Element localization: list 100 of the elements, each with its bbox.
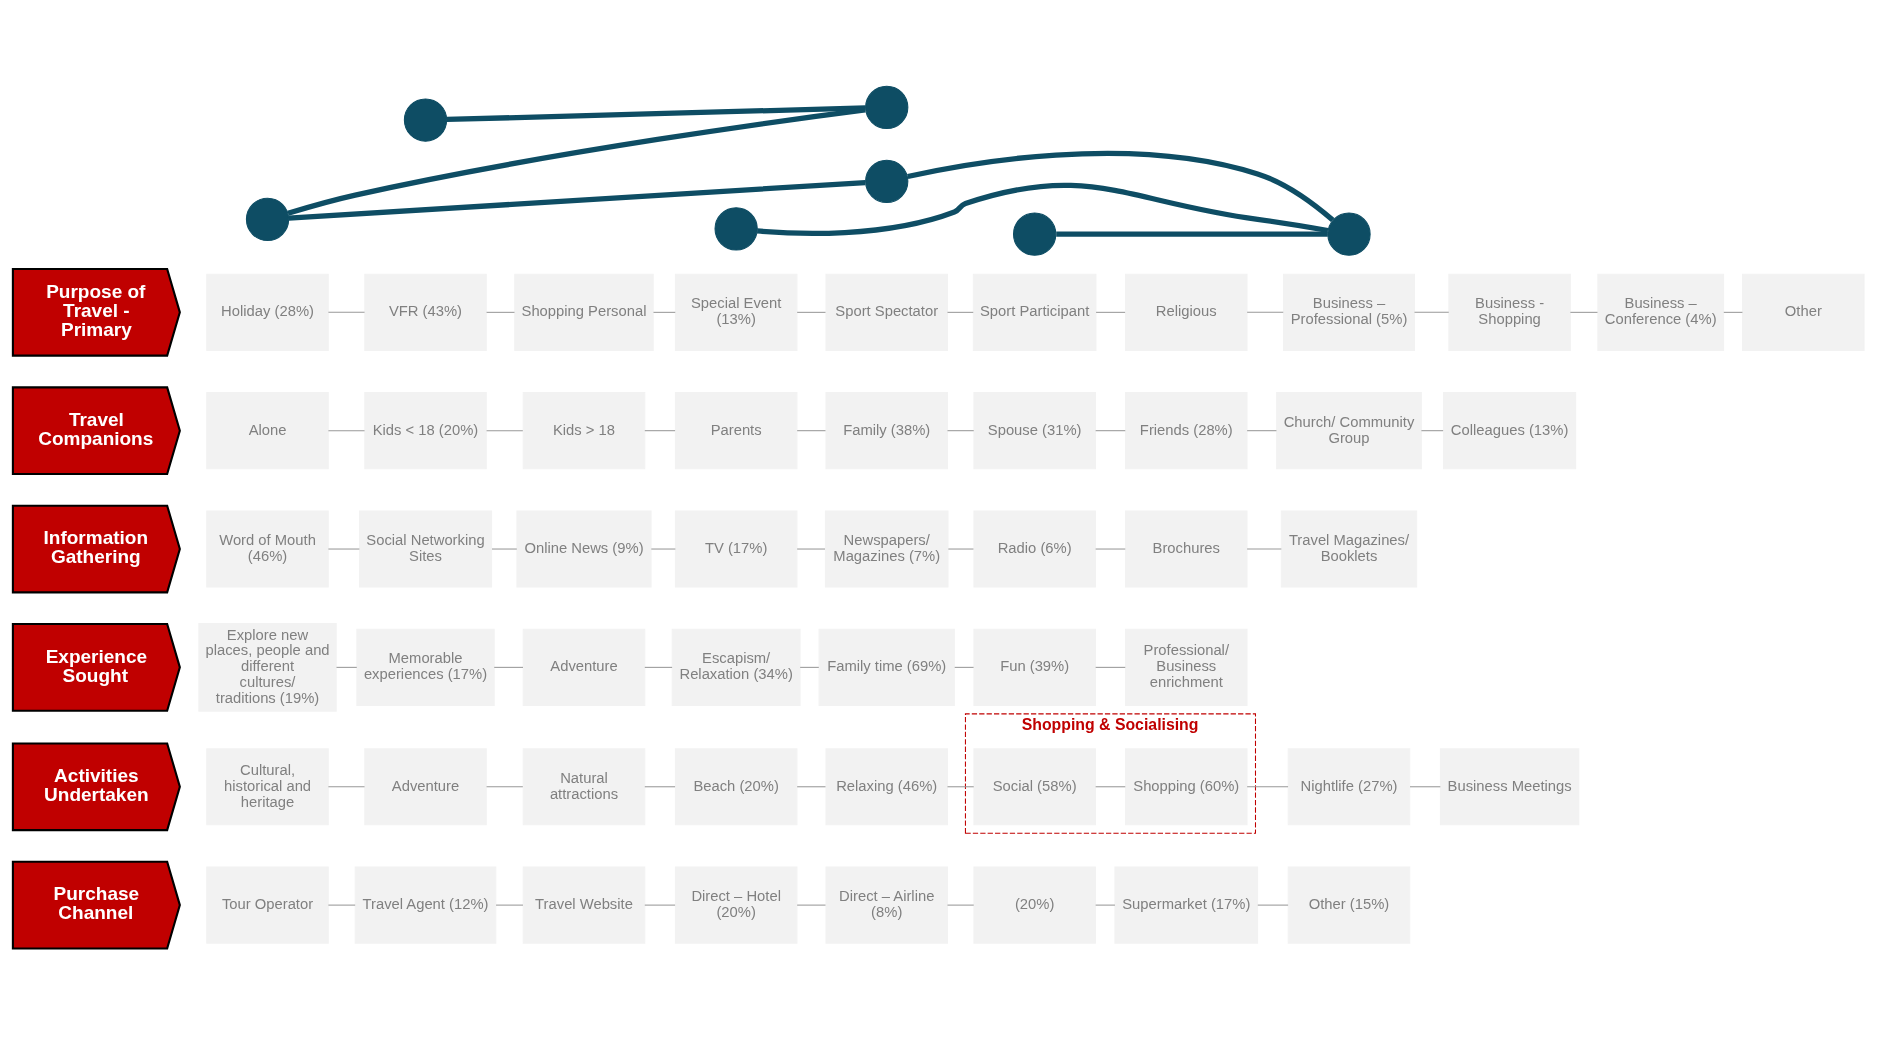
connector <box>757 182 1329 236</box>
node-box: Brochures <box>1125 510 1248 588</box>
node-box: Alone <box>206 392 329 470</box>
node-box: Business Meetings <box>1439 748 1580 826</box>
node-circle <box>1327 212 1371 256</box>
connector <box>1409 786 1441 788</box>
connector <box>650 548 676 550</box>
node-box: Kids > 18 <box>522 392 646 470</box>
connector <box>644 666 673 668</box>
connector <box>1095 430 1126 432</box>
connector <box>796 904 826 906</box>
node-box: Other <box>1742 273 1865 351</box>
connector <box>907 150 1335 223</box>
node-box: Social (58%) <box>973 748 1096 826</box>
node-circle <box>245 197 290 241</box>
connector <box>947 430 975 432</box>
node-box: Escapism/ Relaxation (34%) <box>671 628 801 706</box>
connector <box>1414 311 1450 313</box>
connector <box>947 311 974 313</box>
connector <box>491 548 518 550</box>
node-box: Fun (39%) <box>973 628 1096 706</box>
node-box: Online News (9%) <box>516 510 652 588</box>
node-box: Adventure <box>522 628 646 706</box>
connector <box>287 107 866 216</box>
connector <box>1569 311 1598 313</box>
node-box: Professional/ Business enrichment <box>1125 628 1248 706</box>
connector <box>644 786 676 788</box>
connector <box>947 548 974 550</box>
node-box: Religious <box>1125 273 1248 351</box>
node-circle <box>865 85 909 129</box>
node-box: Special Event (13%) <box>674 273 798 351</box>
connector <box>1056 231 1328 237</box>
node-box: Church/ Community Group <box>1276 392 1422 470</box>
node-box: Kids < 18 (20%) <box>364 392 487 470</box>
connector <box>652 311 676 313</box>
connector <box>486 311 515 313</box>
connector <box>327 904 356 906</box>
connector <box>1095 311 1126 313</box>
connector <box>947 904 975 906</box>
node-box: Cultural, historical and heritage <box>206 748 329 826</box>
node-circle <box>403 98 448 142</box>
node-box: Travel Website <box>522 866 646 944</box>
node-box: Word of Mouth (46%) <box>206 510 329 588</box>
node-box: Newspapers/ Magazines (7%) <box>824 510 949 588</box>
connector <box>1246 430 1277 432</box>
connector <box>1095 666 1126 668</box>
connector <box>796 430 826 432</box>
node-box: Sport Spectator <box>825 273 948 351</box>
connector <box>644 430 676 432</box>
node-box: Shopping Personal <box>514 273 654 351</box>
connector <box>327 311 366 313</box>
connector <box>1095 904 1116 906</box>
node-box: Travel Agent (12%) <box>354 866 497 944</box>
node-box: Holiday (28%) <box>206 273 329 351</box>
connector <box>486 430 524 432</box>
node-box: Spouse (31%) <box>973 392 1096 470</box>
connector <box>1246 548 1282 550</box>
connector <box>799 666 820 668</box>
node-box: (20%) <box>973 866 1096 944</box>
connector <box>1246 786 1289 788</box>
node-box: Natural attractions <box>522 748 646 826</box>
node-circle <box>714 207 758 251</box>
node-box: Radio (6%) <box>973 510 1096 588</box>
node-box: Business - Shopping <box>1448 273 1571 351</box>
node-box: Parents <box>674 392 798 470</box>
node-box: Explore new places, people and different cultures/ traditions (19%) <box>198 623 337 712</box>
node-box: Business – Conference (4%) <box>1597 273 1725 351</box>
connector <box>336 666 358 668</box>
node-box: Family time (69%) <box>818 628 955 706</box>
node-box: Nightlife (27%) <box>1287 748 1411 826</box>
node-box: Direct – Airline (8%) <box>825 866 948 944</box>
node-box: VFR (43%) <box>364 273 487 351</box>
node-box: TV (17%) <box>674 510 798 588</box>
node-box: Friends (28%) <box>1125 392 1248 470</box>
connector <box>1420 430 1444 432</box>
connector <box>327 548 360 550</box>
node-box: Social Networking Sites <box>358 510 493 588</box>
connector <box>954 666 975 668</box>
connector <box>1257 904 1289 906</box>
connector <box>1095 786 1126 788</box>
node-circle <box>865 159 909 203</box>
connector <box>486 786 524 788</box>
node-box: Relaxing (46%) <box>825 748 948 826</box>
connector <box>644 904 676 906</box>
node-box: Travel Magazines/ Booklets <box>1280 510 1418 588</box>
connector <box>446 105 866 123</box>
node-box: Memorable experiences (17%) <box>356 628 495 706</box>
node-box: Supermarket (17%) <box>1114 866 1259 944</box>
node-box: Beach (20%) <box>674 748 798 826</box>
connector <box>796 311 826 313</box>
connector <box>288 179 866 221</box>
connector <box>796 548 826 550</box>
node-box: Direct – Hotel (20%) <box>674 866 798 944</box>
node-box: Sport Participant <box>972 273 1097 351</box>
connector <box>327 430 366 432</box>
node-box: Colleagues (13%) <box>1443 392 1577 470</box>
connector <box>327 786 366 788</box>
connector <box>947 786 975 788</box>
connector <box>796 786 826 788</box>
connector <box>1723 311 1743 313</box>
